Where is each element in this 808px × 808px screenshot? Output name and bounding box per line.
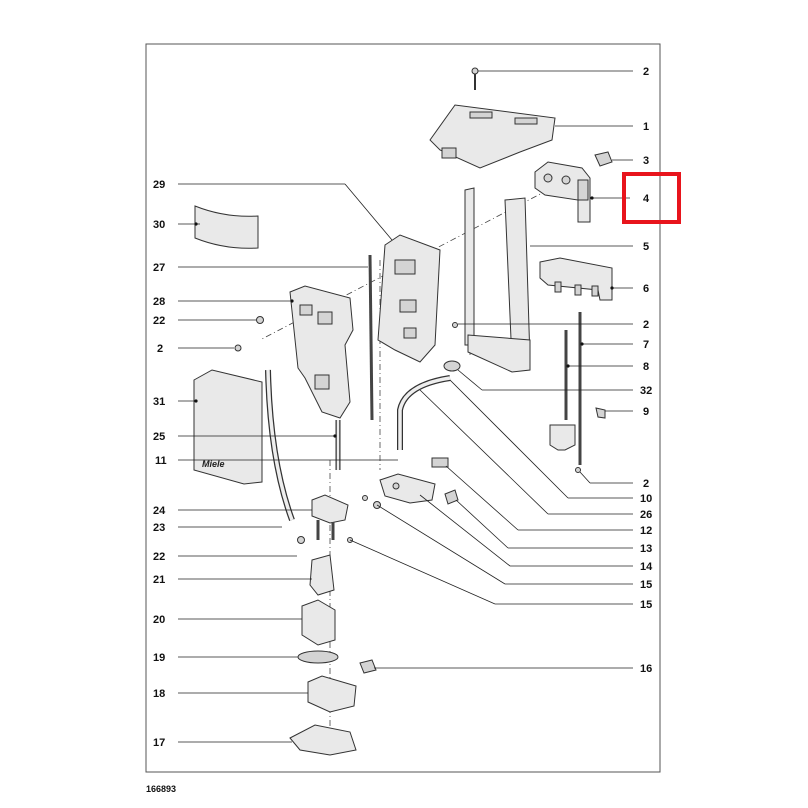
- label-right-15a[interactable]: 15: [640, 579, 652, 591]
- part-30-cover[interactable]: [194, 205, 259, 249]
- label-right-1[interactable]: 1: [643, 121, 649, 133]
- label-left-29[interactable]: 29: [153, 179, 165, 191]
- label-right-10[interactable]: 10: [640, 493, 652, 505]
- diagram-frame: [145, 43, 661, 773]
- part-22-clamp-lower[interactable]: [297, 536, 305, 544]
- label-right-4[interactable]: 4: [643, 193, 650, 205]
- leader-lines-left: [178, 183, 398, 743]
- part-16-clip[interactable]: [359, 659, 377, 674]
- part-2-screw-mid[interactable]: [452, 322, 458, 328]
- label-left-20[interactable]: 20: [153, 614, 165, 626]
- callout-labels-right: 2 1 3 4 5 6 2 7 8 32 9 2 10 26 12 13 14 …: [640, 66, 653, 675]
- label-right-6[interactable]: 6: [643, 283, 649, 295]
- part-6-bracket[interactable]: [539, 257, 613, 301]
- part-9-float[interactable]: [549, 407, 606, 451]
- label-left-23[interactable]: 23: [153, 522, 165, 534]
- label-right-2c[interactable]: 2: [643, 478, 649, 490]
- part-2-screw-bottom[interactable]: [575, 467, 581, 473]
- part-24-distributor[interactable]: [311, 494, 349, 540]
- label-right-12[interactable]: 12: [640, 525, 652, 537]
- label-left-22b[interactable]: 22: [153, 551, 165, 563]
- label-right-5[interactable]: 5: [643, 241, 649, 253]
- label-right-26[interactable]: 26: [640, 509, 652, 521]
- brand-lettering: Miele: [202, 459, 225, 469]
- label-left-18[interactable]: 18: [153, 688, 165, 700]
- part-13-clip[interactable]: [444, 489, 459, 505]
- footer-code: 166893: [146, 784, 176, 794]
- label-right-8[interactable]: 8: [643, 361, 649, 373]
- part-4-valve-block[interactable]: [534, 161, 591, 223]
- part-22-clamp-upper[interactable]: [256, 316, 264, 324]
- label-left-11[interactable]: 11: [155, 455, 167, 467]
- part-5-frame[interactable]: [464, 187, 531, 373]
- label-left-30[interactable]: 30: [153, 219, 165, 231]
- part-27-rod[interactable]: [368, 254, 374, 421]
- label-left-31[interactable]: 31: [153, 396, 165, 408]
- label-left-19[interactable]: 19: [153, 652, 165, 664]
- part-2-screw-top[interactable]: [471, 67, 479, 90]
- label-left-21[interactable]: 21: [153, 574, 165, 586]
- part-32-seal-ring[interactable]: [443, 360, 461, 372]
- leader-lines-right: [349, 70, 633, 669]
- leader-dots: [194, 196, 614, 438]
- highlight-box-part-4: [622, 172, 681, 224]
- label-right-13[interactable]: 13: [640, 543, 652, 555]
- label-right-9[interactable]: 9: [643, 406, 649, 418]
- part-23-hose[interactable]: [265, 369, 295, 522]
- label-left-17[interactable]: 17: [153, 737, 165, 749]
- part-11-valve[interactable]: [379, 473, 436, 504]
- label-left-22a[interactable]: 22: [153, 315, 165, 327]
- part-15-pin-a[interactable]: [362, 495, 368, 501]
- part-1-top-cover[interactable]: [429, 104, 556, 169]
- label-right-32[interactable]: 32: [640, 385, 652, 397]
- part-19-disc[interactable]: [297, 650, 339, 664]
- part-2-screw-left[interactable]: [234, 344, 242, 352]
- label-right-2b[interactable]: 2: [643, 319, 649, 331]
- label-left-25[interactable]: 25: [153, 431, 165, 443]
- part-12-plug[interactable]: [431, 457, 449, 468]
- label-left-2[interactable]: 2: [157, 343, 163, 355]
- part-18-holder[interactable]: [307, 675, 357, 713]
- callout-labels-left: 29 30 27 28 22 2 31 25 11 24 23 22 21 20…: [153, 179, 167, 749]
- label-right-2a[interactable]: 2: [643, 66, 649, 78]
- part-21-spout[interactable]: [309, 554, 335, 596]
- part-17-base[interactable]: [289, 724, 357, 756]
- label-right-3[interactable]: 3: [643, 155, 649, 167]
- label-right-14[interactable]: 14: [640, 561, 653, 573]
- part-29-carrier[interactable]: [377, 234, 441, 363]
- part-28-housing[interactable]: [289, 285, 354, 419]
- part-31-front-panel[interactable]: Miele: [193, 369, 263, 485]
- label-right-16[interactable]: 16: [640, 663, 652, 675]
- part-20-outlet[interactable]: [301, 599, 336, 646]
- label-left-27[interactable]: 27: [153, 262, 165, 274]
- label-right-7[interactable]: 7: [643, 339, 649, 351]
- label-left-24[interactable]: 24: [153, 505, 166, 517]
- part-3-clip[interactable]: [594, 151, 613, 167]
- label-right-15b[interactable]: 15: [640, 599, 652, 611]
- part-10-tube[interactable]: [397, 375, 451, 450]
- label-left-28[interactable]: 28: [153, 296, 165, 308]
